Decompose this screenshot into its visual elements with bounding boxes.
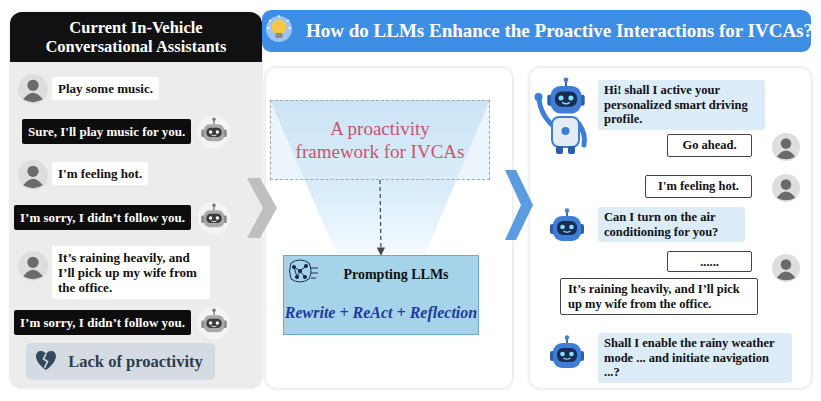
title-bar: How do LLMs Enhance the Proactive Intera… [262,10,811,52]
user-icon [772,133,800,161]
waving-robot [535,77,585,154]
user-bubble: I'm feeling hot. [52,162,148,185]
box-text: Current In-Vehicle Conversational Assist… [10,12,262,62]
box-text: Shall I enable the rainy weather mode ..… [604,336,786,380]
assistant-bubble: I’m sorry, I didn’t follow you. [14,205,191,230]
network-icon [290,260,319,282]
funnel-shape [270,100,490,255]
prompting-box: Prompting LLMsRewrite + ReAct + Reflecti… [283,255,479,335]
bulb-base [276,33,283,38]
chevron-arrow [505,170,533,240]
box-text: I’m sorry, I didn’t follow you. [20,315,185,330]
robot-body [552,117,579,147]
box-text: Play some music. [58,81,153,96]
network-dot [292,265,295,268]
problem-box: Lack of proactivity [26,343,215,380]
robot-leg [568,146,575,154]
user-icon [772,254,800,282]
bulb-glass [272,20,287,35]
user-icon [18,251,48,281]
dashed-arrow [380,180,381,255]
box-text: I'm feeling hot. [653,179,744,194]
user-bubble: Play some music. [52,77,159,100]
robot-icon [550,335,584,368]
box-text: It’s raining heavily, and I’ll pick up m… [58,250,204,295]
user-icon [18,160,48,190]
robot-head [547,77,584,113]
robot-icon [198,202,230,234]
framework-box: A proactivity framework for IVCAs [270,100,490,180]
robot-icon [198,116,230,148]
robot-icon [550,208,584,241]
circuit-lines [311,268,318,278]
box-text: I'm feeling hot. [58,166,142,181]
robot-badge [562,127,570,135]
box-subtext: Rewrite + ReAct + Reflection [285,304,477,322]
assistant-bubble: Shall I enable the rainy weather mode ..… [598,333,792,383]
box-text: A proactivity framework for IVCAs [287,117,473,163]
robot-hand [535,93,543,101]
bulb-icon [266,15,292,42]
user-bubble: ...... [667,251,752,272]
robot-arm [579,124,584,145]
left-panel: Current In-Vehicle Conversational Assist… [10,12,262,388]
heart-shape [36,351,56,370]
box-text: Lack of proactivity [68,352,202,372]
network-dot [303,275,306,278]
brain-outline [290,260,312,282]
box-text: I’m sorry, I didn’t follow you. [20,210,185,225]
network-dot [298,269,301,272]
box-text: It’s raining heavily, and I’ll pick up m… [568,282,750,311]
box-text: How do LLMs Enhance the Proactive Intera… [306,20,813,42]
box-text: Can I turn on the air conditioning for y… [604,210,739,239]
bulb-glow [266,16,292,42]
box-text: ...... [675,255,744,270]
assistant-bubble: Can I turn on the air conditioning for y… [598,207,745,242]
heart-crack [44,354,48,368]
user-bubble: It’s raining heavily, and I’ll pick up m… [560,278,758,315]
network-links [294,266,306,277]
network-dot [295,275,298,278]
robot-icon [198,307,230,339]
assistant-bubble: Sure, I'll play music for you. [22,119,191,144]
user-icon [772,174,800,202]
box-text: Prompting LLMs [313,266,448,284]
user-bubble: It’s raining heavily, and I’ll pick up m… [52,246,210,299]
bulb-rays [267,15,291,28]
box-text: Sure, I'll play music for you. [28,124,185,139]
assistant-bubble: Hi! shall I active your personalized sma… [598,80,765,130]
assistant-bubble: I’m sorry, I didn’t follow you. [14,310,191,335]
broken-heart-icon [36,351,56,370]
robot-leg [556,146,563,154]
network-dot [304,264,307,267]
user-bubble: I'm feeling hot. [645,175,752,198]
chevron-arrow [247,178,277,238]
user-icon [18,74,48,104]
robot-arm [539,100,551,124]
box-text: Hi! shall I active your personalized sma… [604,83,759,127]
box-text: Go ahead. [675,138,744,153]
user-bubble: Go ahead. [667,134,752,157]
